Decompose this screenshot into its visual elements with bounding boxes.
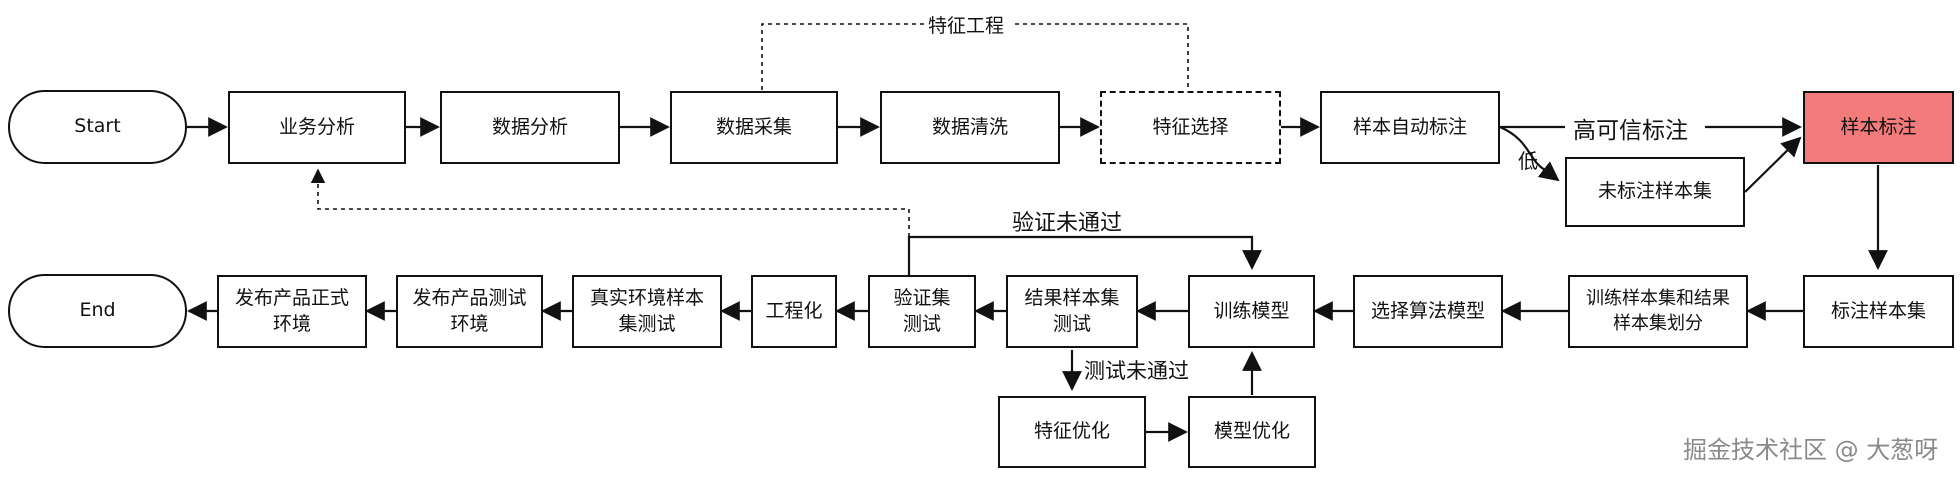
biz-analysis-node: 业务分析 (228, 91, 406, 164)
train-model-node: 训练模型 (1188, 275, 1315, 348)
arrow-unlabeled-to-manual (1744, 136, 1802, 193)
feature-engineering-bracket-right (1015, 23, 1189, 90)
split-sets-node: 训练样本集和结果 样本集划分 (1568, 275, 1748, 348)
result-test-node: 结果样本集 测试 (1006, 275, 1138, 348)
data-analysis-node: 数据分析 (440, 91, 620, 164)
real-env-test-node: 真实环境样本 集测试 (572, 275, 722, 348)
release-prod-env-node: 发布产品正式 环境 (217, 275, 367, 348)
arrow-auto-to-unlabeled (1499, 125, 1560, 182)
high-confidence-label: 高可信标注 (1573, 118, 1688, 144)
auto-label-node: 样本自动标注 (1320, 91, 1500, 164)
feature-engineering-bracket (761, 23, 925, 90)
model-opt-node: 模型优化 (1188, 396, 1316, 468)
feature-select-node: 特征选择 (1100, 91, 1281, 164)
watermark: 掘金技术社区 @ 大葱呀 (1683, 436, 1939, 464)
engineering-node: 工程化 (751, 275, 837, 348)
arrow-validation-back-to-biz (310, 168, 910, 237)
manual-label-node: 样本标注 (1803, 91, 1954, 164)
feature-opt-node: 特征优化 (998, 396, 1146, 468)
low-label: 低 (1518, 149, 1538, 173)
arrow-validation-failed-loop (907, 235, 1262, 275)
validation-failed-label: 验证未通过 (1012, 211, 1123, 236)
start-node: Start (8, 90, 187, 164)
choose-algo-node: 选择算法模型 (1353, 275, 1503, 348)
labeled-set-node: 标注样本集 (1803, 275, 1954, 348)
release-test-env-node: 发布产品测试 环境 (396, 275, 543, 348)
validation-test-node: 验证集 测试 (868, 275, 976, 348)
data-collect-node: 数据采集 (670, 91, 838, 164)
feature-engineering-label: 特征工程 (928, 15, 1005, 37)
end-node: End (8, 274, 187, 348)
test-failed-label: 测试未通过 (1084, 359, 1189, 383)
unlabeled-set-node: 未标注样本集 (1565, 157, 1745, 227)
data-clean-node: 数据清洗 (880, 91, 1060, 164)
